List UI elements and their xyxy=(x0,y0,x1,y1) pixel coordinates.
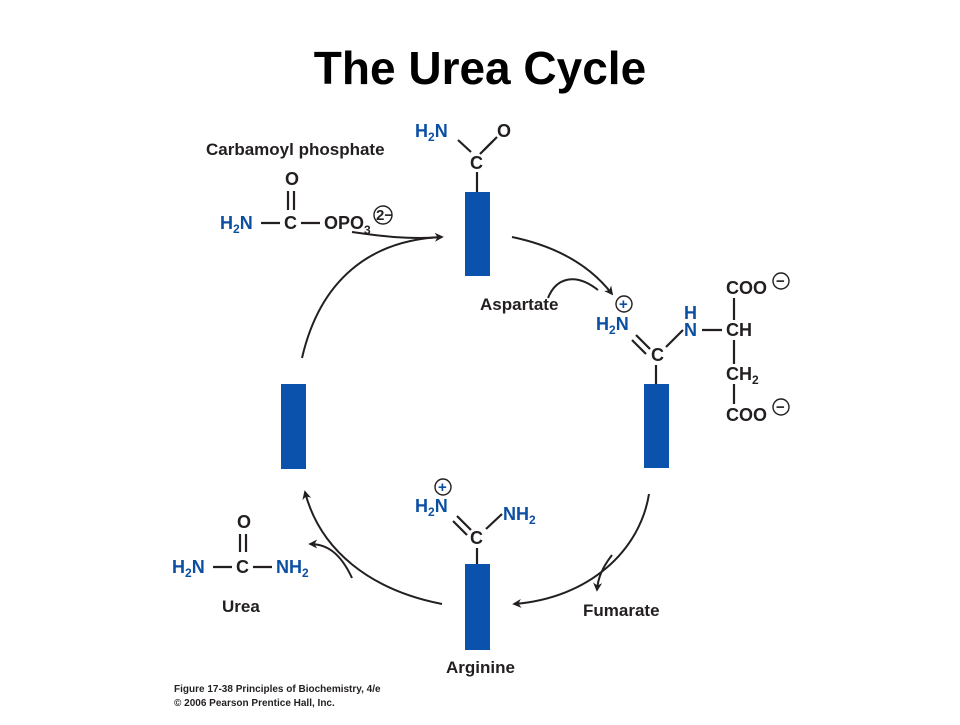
carbonyl-oxygen: O xyxy=(285,169,299,189)
bond xyxy=(456,515,472,531)
carbon: C xyxy=(236,557,249,577)
citrulline-head: H2N O C xyxy=(415,121,511,192)
charge-circle xyxy=(772,272,790,290)
carbonyl-oxygen: O xyxy=(497,121,511,141)
arrow-ornithine-to-citrulline xyxy=(301,232,444,359)
charge-circle xyxy=(373,205,393,225)
carbamoyl-phosphate-input-arrow xyxy=(351,231,443,240)
carbonyl-oxygen: O xyxy=(237,512,251,532)
fumarate-output-arrow xyxy=(593,554,613,592)
bond xyxy=(457,139,472,153)
fumarate-label: Fumarate xyxy=(583,601,660,620)
positive-charge: + xyxy=(438,479,447,496)
bond xyxy=(479,140,494,155)
arrow-arginine-to-ornithine xyxy=(302,490,443,605)
top-carboxylate: COO xyxy=(726,278,767,298)
amine-nh2: NH2 xyxy=(503,504,536,527)
page-title: The Urea Cycle xyxy=(314,42,646,94)
argininosuccinate-bar xyxy=(644,384,669,468)
central-carbon: C xyxy=(470,153,483,173)
positive-charge-circle xyxy=(434,478,452,496)
negative-charge: − xyxy=(776,399,785,416)
positive-charge: + xyxy=(619,296,628,313)
ornithine-bar xyxy=(281,384,306,469)
arginine: + H2N C NH2 Arginine xyxy=(415,478,536,677)
carbamoyl-phosphate: Carbamoyl phosphate O H2N C OPO3 2− xyxy=(206,140,393,237)
bond xyxy=(635,334,651,350)
bottom-carboxylate: COO xyxy=(726,405,767,425)
arrow-argininosuccinate-to-arginine xyxy=(512,493,650,608)
imine-nh2: H2N xyxy=(596,314,629,337)
alpha-ch: CH xyxy=(726,320,752,340)
central-carbon: C xyxy=(651,345,664,365)
ch2-group: CH2 xyxy=(726,364,759,387)
amine-nh2: H2N xyxy=(220,213,253,236)
bond xyxy=(665,329,684,348)
urea-nh2-right: NH2 xyxy=(276,557,309,580)
figure-caption-line1: Figure 17-38 Principles of Biochemistry,… xyxy=(174,684,381,695)
bond xyxy=(631,339,647,355)
nh-nitrogen: N xyxy=(684,320,697,340)
citrulline-bar xyxy=(465,192,490,276)
imine-nh2: H2N xyxy=(415,496,448,519)
urea-nh2-left: H2N xyxy=(172,557,205,580)
argininosuccinate: + H2N C H N CH COO − CH2 COO − xyxy=(596,272,790,425)
urea-output-arrow xyxy=(308,539,353,579)
bond xyxy=(452,520,468,536)
arginine-label: Arginine xyxy=(446,658,515,677)
urea-label: Urea xyxy=(222,597,260,616)
urea: O H2N C NH2 Urea xyxy=(172,512,309,616)
arrow-citrulline-to-argininosuccinate xyxy=(511,236,614,296)
arginine-bar xyxy=(465,564,490,650)
carbon: C xyxy=(284,213,297,233)
amide-nh2: H2N xyxy=(415,121,448,144)
nh-hydrogen: H xyxy=(684,303,697,323)
positive-charge-circle xyxy=(615,295,633,313)
carbamoyl-phosphate-label: Carbamoyl phosphate xyxy=(206,140,385,159)
phosphate-group: OPO3 xyxy=(324,213,371,237)
aspartate-input-arrow xyxy=(547,278,599,299)
negative-charge: − xyxy=(776,273,785,290)
charge-2-minus: 2− xyxy=(376,207,393,224)
charge-circle xyxy=(772,398,790,416)
central-carbon: C xyxy=(470,528,483,548)
bond xyxy=(485,513,503,530)
aspartate-label: Aspartate xyxy=(480,295,558,314)
figure-caption-line2: © 2006 Pearson Prentice Hall, Inc. xyxy=(174,698,335,709)
